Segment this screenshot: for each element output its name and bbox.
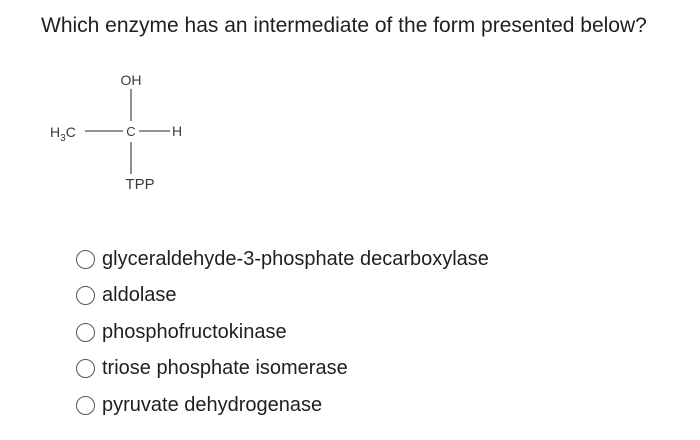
structure-right-group: H xyxy=(172,123,182,139)
option-aldolase[interactable]: aldolase xyxy=(76,278,489,315)
radio-button[interactable] xyxy=(76,249,95,269)
radio-button[interactable] xyxy=(76,395,95,415)
option-glyceraldehyde-3-phosphate-decarboxylase[interactable]: glyceraldehyde-3-phosphate decarboxylase xyxy=(76,241,489,278)
answer-options: glyceraldehyde-3-phosphate decarboxylase… xyxy=(76,241,489,424)
option-phosphofructokinase[interactable]: phosphofructokinase xyxy=(76,314,489,351)
radio-button[interactable] xyxy=(76,286,95,306)
chemical-structure-figure: OH H3C C H TPP xyxy=(48,66,208,196)
structure-left-group: H3C xyxy=(50,124,76,144)
option-triose-phosphate-isomerase[interactable]: triose phosphate isomerase xyxy=(76,351,489,388)
option-label: triose phosphate isomerase xyxy=(102,357,348,380)
option-label: glyceraldehyde-3-phosphate decarboxylase xyxy=(102,247,489,270)
structure-bottom-group: TPP xyxy=(125,176,154,193)
radio-button[interactable] xyxy=(76,359,95,379)
option-pyruvate-dehydrogenase[interactable]: pyruvate dehydrogenase xyxy=(76,387,489,424)
option-label: aldolase xyxy=(102,284,177,307)
structure-top-group: OH xyxy=(121,72,142,88)
radio-button[interactable] xyxy=(76,322,95,342)
question-text: Which enzyme has an intermediate of the … xyxy=(41,14,647,37)
option-label: phosphofructokinase xyxy=(102,320,287,343)
structure-center-atom: C xyxy=(126,124,135,139)
option-label: pyruvate dehydrogenase xyxy=(102,393,323,416)
